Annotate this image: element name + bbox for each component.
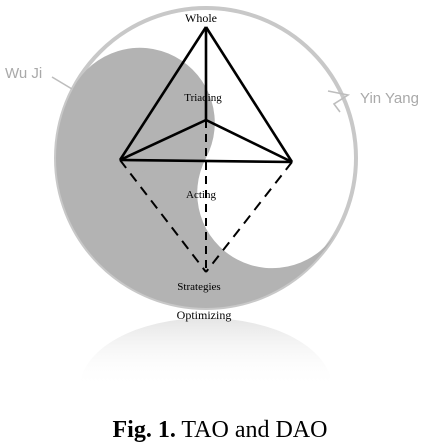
yang-eye <box>258 138 294 174</box>
reflection <box>80 318 332 388</box>
node-strategies: Strategies <box>177 281 220 293</box>
node-triading: Triading <box>184 92 222 104</box>
figure-caption: Fig. 1. TAO and DAO <box>0 418 440 442</box>
dashed-left-strategies <box>119 159 207 273</box>
node-acting: Acting <box>186 189 216 201</box>
edge-whole-left <box>118 26 208 161</box>
edge-left-right <box>119 158 293 164</box>
wuji-pointer <box>51 76 73 90</box>
label-optimizing: Optimizing <box>177 308 232 322</box>
edge-right-center <box>205 118 293 164</box>
caption-fig: Fig. 1. <box>112 417 176 443</box>
yin-region <box>56 47 339 308</box>
edge-whole-right <box>204 26 294 163</box>
dashed-right-strategies <box>205 161 293 273</box>
caption-text: TAO and DAO <box>181 417 328 443</box>
yin-yang-disc <box>54 6 358 310</box>
label-wu-ji: Wu Ji <box>5 65 42 82</box>
edge-left-center <box>119 118 207 162</box>
tetrahedron <box>118 26 294 273</box>
yinyang-pointer <box>327 90 351 113</box>
node-whole: Whole <box>185 11 217 25</box>
label-pointers <box>51 76 351 113</box>
label-yin-yang: Yin Yang <box>360 90 419 107</box>
